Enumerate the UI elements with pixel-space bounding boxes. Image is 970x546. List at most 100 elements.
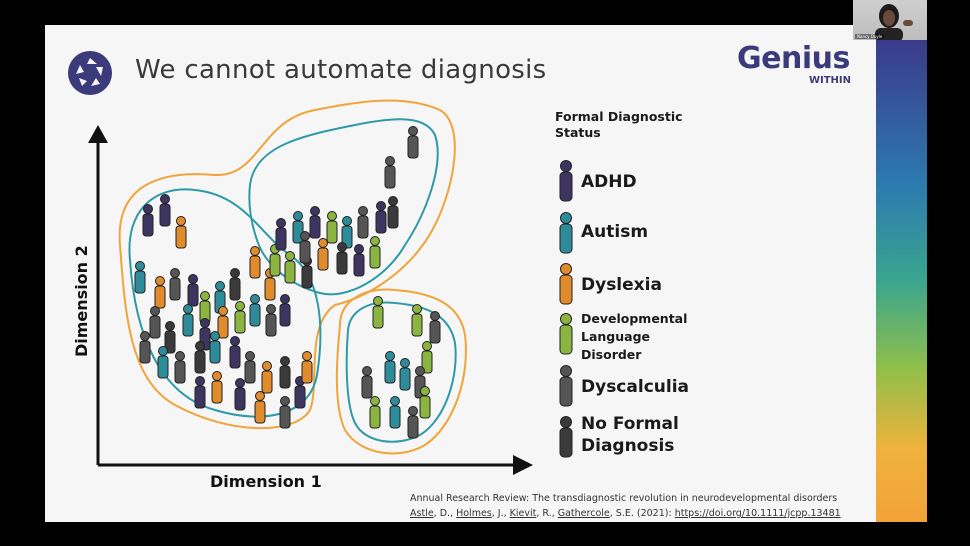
- person-figure: [279, 356, 291, 389]
- people-figures: [134, 126, 441, 439]
- person-figure: [429, 311, 441, 344]
- webcam-thumbnail[interactable]: Nancy Doyle: [853, 0, 927, 40]
- cluster-outline-bottom-teal: [345, 301, 457, 443]
- person-figure: [194, 376, 206, 409]
- person-figure: [211, 371, 223, 404]
- person-figure: [384, 156, 396, 189]
- legend-label-dld-2: Language: [581, 329, 651, 344]
- no-diagnosis-person-icon: [559, 416, 573, 458]
- person-figure: [421, 341, 433, 374]
- adhd-person-icon: [559, 160, 573, 202]
- cluster-plot: Dimension 1 Dimension 2: [72, 99, 533, 491]
- person-figure: [229, 336, 241, 369]
- legend-label-dld-1: Developmental: [581, 311, 688, 326]
- legend-item-adhd: ADHD: [557, 160, 637, 206]
- person-figure: [175, 216, 187, 249]
- slide-title: We cannot automate diagnosis: [135, 55, 547, 85]
- legend-label-dyscalculia: Dyscalculia: [581, 377, 689, 397]
- person-figure: [164, 321, 176, 354]
- legend-label-autism: Autism: [581, 222, 649, 242]
- person-figure: [154, 276, 166, 309]
- person-figure: [309, 206, 321, 239]
- legend-title: Formal Diagnostic Status: [555, 109, 683, 140]
- person-figure: [265, 304, 277, 337]
- person-figure: [157, 346, 169, 379]
- person-figure: [399, 358, 411, 391]
- person-figure: [142, 204, 154, 237]
- person-figure: [261, 361, 273, 394]
- person-figure: [159, 194, 171, 227]
- y-axis-label: Dimension 2: [72, 245, 91, 357]
- x-axis-label: Dimension 1: [210, 472, 322, 491]
- person-figure: [384, 351, 396, 384]
- person-figure: [209, 331, 221, 364]
- presenter-name: Nancy Doyle: [855, 34, 885, 39]
- person-figure: [317, 238, 329, 271]
- genius-within-logo: Genius WITHIN: [737, 41, 855, 89]
- person-figure: [279, 294, 291, 327]
- y-axis-arrow: [88, 125, 108, 143]
- person-figure: [234, 301, 246, 334]
- person-figure: [375, 201, 387, 234]
- author-link-astle[interactable]: Astle: [410, 508, 434, 519]
- person-figure: [284, 251, 296, 284]
- person-figure: [217, 306, 229, 339]
- autism-person-icon: [559, 212, 573, 254]
- legend-item-dld: Developmental Language Disorder: [557, 311, 687, 362]
- brand-gradient-bar: [876, 40, 927, 522]
- dyscalculia-person-icon: [559, 365, 573, 407]
- person-figure: [389, 396, 401, 429]
- person-figure: [336, 242, 348, 275]
- cluster-outline-left-teal: [128, 188, 322, 418]
- person-figure: [361, 366, 373, 399]
- author-link-holmes[interactable]: Holmes: [456, 508, 492, 519]
- legend-item-dyscalculia: Dyscalculia: [557, 365, 689, 411]
- cluster-outline-top-teal: [248, 118, 439, 296]
- person-figure: [182, 304, 194, 337]
- person-figure: [369, 396, 381, 429]
- legend-item-dyslexia: Dyslexia: [557, 263, 662, 309]
- person-figure: [299, 231, 311, 264]
- legend-label-no-diagnosis-2: Diagnosis: [581, 436, 675, 456]
- dld-person-icon: [559, 313, 573, 355]
- person-figure: [301, 351, 313, 384]
- person-figure: [234, 378, 246, 411]
- legend-label-adhd: ADHD: [581, 172, 637, 192]
- presentation-slide: We cannot automate diagnosis Genius WITH…: [45, 25, 927, 522]
- person-figure: [275, 218, 287, 251]
- legend-label-dyslexia: Dyslexia: [581, 275, 662, 295]
- doi-link[interactable]: https://doi.org/10.1111/jcpp.13481: [674, 508, 841, 519]
- person-figure: [326, 211, 338, 244]
- person-figure: [199, 291, 211, 324]
- person-figure: [279, 396, 291, 429]
- person-figure: [149, 306, 161, 339]
- citation-title: Annual Research Review: The transdiagnos…: [410, 493, 838, 504]
- person-figure: [341, 216, 353, 249]
- person-figure: [169, 268, 181, 301]
- person-figure: [174, 351, 186, 384]
- author-link-gathercole[interactable]: Gathercole: [557, 508, 610, 519]
- dyslexia-person-icon: [559, 263, 573, 305]
- author-link-kievit[interactable]: Kievit: [509, 508, 537, 519]
- person-figure: [254, 391, 266, 424]
- person-figure: [372, 296, 384, 329]
- legend-item-autism: Autism: [557, 212, 648, 258]
- brand-sub: WITHIN: [808, 75, 851, 86]
- person-figure: [194, 341, 206, 374]
- presenter-video: [875, 4, 913, 40]
- person-figure: [357, 206, 369, 239]
- cluster-outline-bottom-orange: [335, 288, 467, 455]
- legend-label-no-diagnosis-1: No Formal: [581, 414, 679, 434]
- person-figure: [419, 386, 431, 419]
- person-figure: [249, 294, 261, 327]
- person-figure: [407, 126, 419, 159]
- person-figure: [353, 244, 365, 277]
- legend-label-dld-3: Disorder: [581, 347, 642, 362]
- cluster-outline-outer-orange: [118, 99, 456, 430]
- legend-item-no-diagnosis: No Formal Diagnosis: [557, 414, 679, 462]
- person-figure: [407, 406, 419, 439]
- person-figure: [187, 274, 199, 307]
- brand-name: Genius: [737, 41, 850, 76]
- person-figure: [369, 236, 381, 269]
- person-figure: [387, 196, 399, 229]
